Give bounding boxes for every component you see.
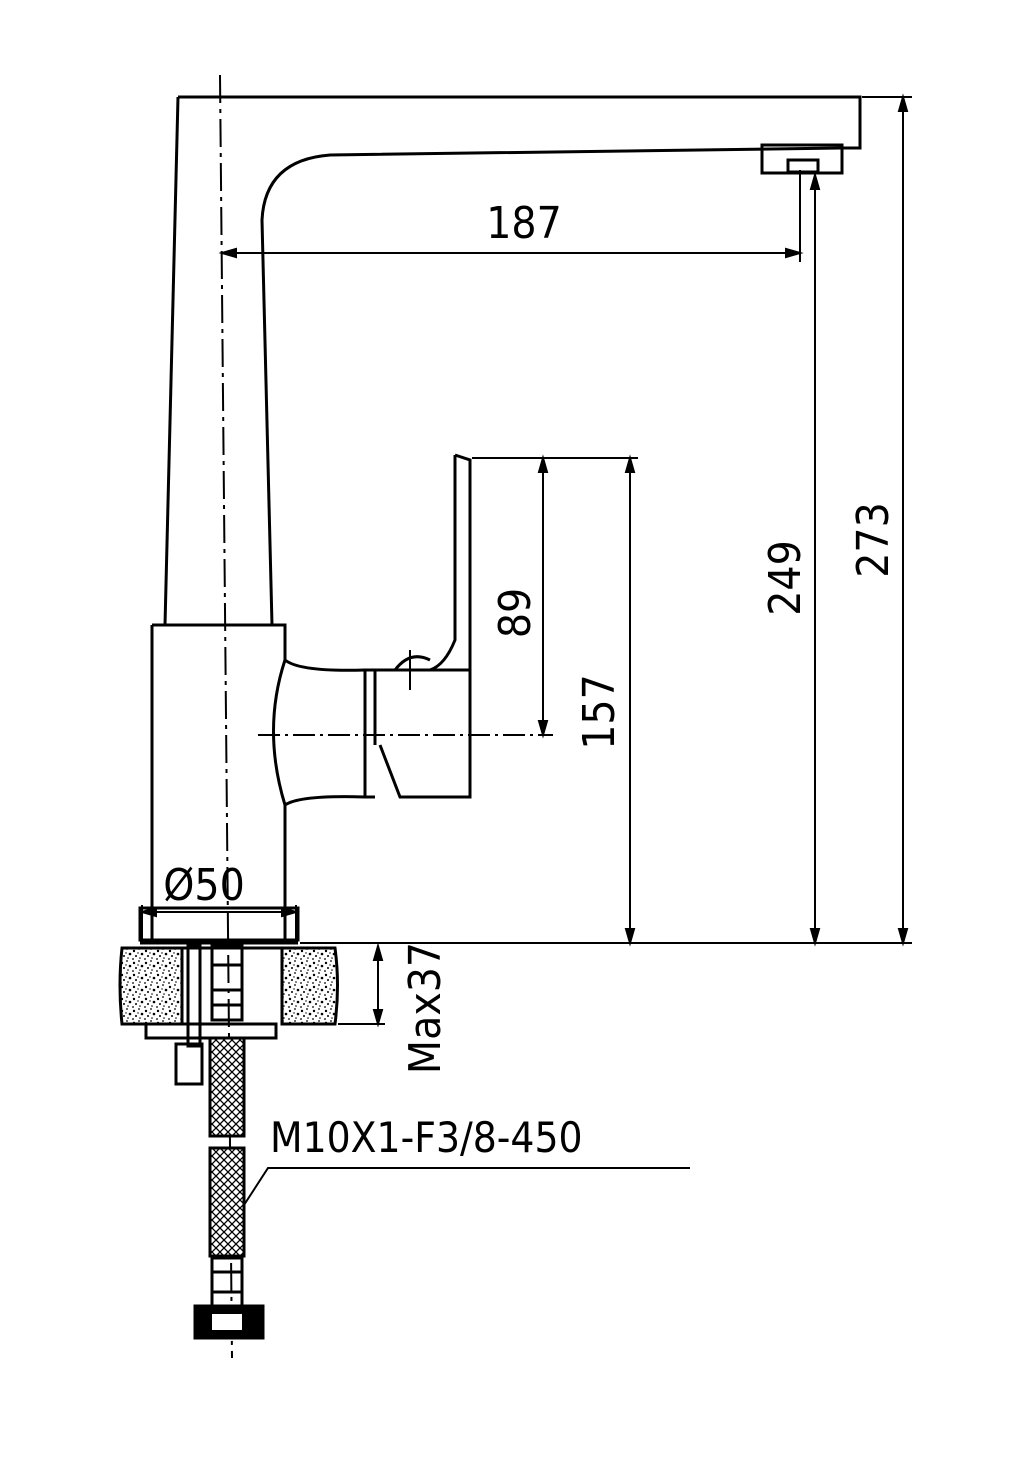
dimension-total-height xyxy=(300,93,912,947)
dimension-label-handle-length: 89 xyxy=(490,588,541,638)
spout xyxy=(163,95,862,626)
dimension-label-handle-height: 157 xyxy=(574,674,625,750)
dimension-handle-length xyxy=(537,454,549,739)
dimension-label-max-thickness: Max37 xyxy=(400,942,451,1074)
faucet-body xyxy=(150,623,375,940)
supply-hose xyxy=(193,944,265,1340)
hose-leader-line xyxy=(243,1167,690,1206)
hose-spec-label: M10X1-F3/8-450 xyxy=(270,1113,583,1162)
dimension-spout-reach xyxy=(218,170,804,262)
base-plate xyxy=(138,906,300,945)
center-line xyxy=(219,74,233,1359)
dimension-base-diameter xyxy=(138,905,300,940)
handle xyxy=(363,453,472,799)
dimension-outlet-height xyxy=(809,171,821,947)
dimension-label-outlet-height: 249 xyxy=(760,540,811,616)
dimension-label-base-diameter: Ø50 xyxy=(163,860,245,911)
dimension-handle-height xyxy=(472,454,638,947)
dimension-label-total-height: 273 xyxy=(848,502,899,578)
dimension-max-thickness xyxy=(338,942,385,1028)
dimension-label-spout-reach: 187 xyxy=(486,198,562,249)
